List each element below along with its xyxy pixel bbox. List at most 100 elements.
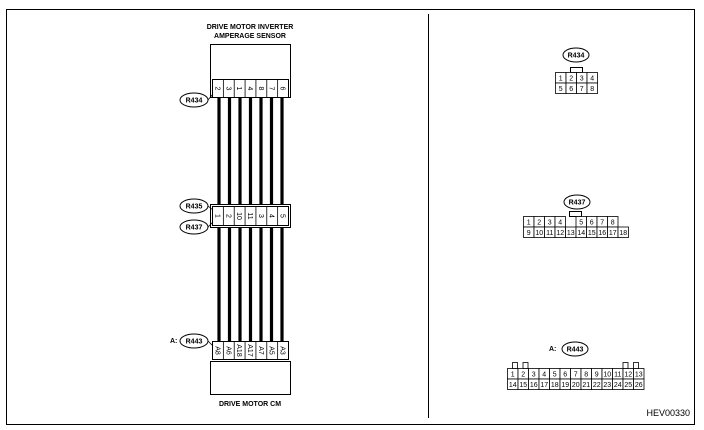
pin-number: 13 bbox=[567, 230, 575, 237]
pin-number: 4 bbox=[558, 219, 562, 226]
pin-number: 3 bbox=[532, 371, 536, 378]
pin-number: 23 bbox=[603, 382, 611, 389]
pin-number: 4 bbox=[542, 371, 546, 378]
connector-latch bbox=[622, 362, 629, 369]
pin-number: 2 bbox=[521, 371, 525, 378]
pin-label: 1 bbox=[213, 214, 220, 218]
badge-label: R443 bbox=[186, 339, 203, 346]
pin-number: 5 bbox=[579, 219, 583, 226]
pin-label: A5 bbox=[268, 346, 275, 355]
pin-number: 4 bbox=[590, 75, 594, 82]
spacer bbox=[570, 356, 591, 363]
pin-number: 8 bbox=[590, 86, 594, 93]
pin-label: 11 bbox=[246, 212, 253, 219]
pin-number: 8 bbox=[611, 219, 615, 226]
cm-title: DRIVE MOTOR CM bbox=[219, 401, 281, 408]
pin-number: 16 bbox=[598, 230, 606, 237]
badge-label: R435 bbox=[186, 204, 203, 211]
pin-number: 16 bbox=[530, 382, 538, 389]
pin-number: 15 bbox=[519, 382, 527, 389]
pin-number: 17 bbox=[540, 382, 548, 389]
pin-number: 10 bbox=[603, 371, 611, 378]
pin-number: 17 bbox=[609, 230, 617, 237]
pin-cell bbox=[633, 378, 645, 390]
pin-number: 1 bbox=[511, 371, 515, 378]
pin-number: 15 bbox=[588, 230, 596, 237]
pin-number: 14 bbox=[577, 230, 585, 237]
pin-number: 2 bbox=[569, 75, 573, 82]
pin-number: 25 bbox=[624, 382, 632, 389]
pin-label: A6 bbox=[224, 346, 231, 355]
pin-label: 7 bbox=[268, 87, 275, 91]
pin-number: 22 bbox=[593, 382, 601, 389]
pin-number: 18 bbox=[619, 230, 627, 237]
pin-label: 6 bbox=[279, 87, 286, 91]
pin-number: 7 bbox=[574, 371, 578, 378]
pin-label: 4 bbox=[246, 87, 253, 91]
pin-label: 8 bbox=[257, 87, 264, 91]
pin-label: A8 bbox=[213, 346, 220, 355]
pin-label: A3 bbox=[279, 346, 286, 355]
diagram-frame bbox=[6, 9, 695, 425]
pin-label: 3 bbox=[257, 214, 264, 218]
pin-number: 18 bbox=[551, 382, 559, 389]
pin-cell bbox=[617, 226, 629, 238]
pin-number: 24 bbox=[614, 382, 622, 389]
sensor-title-line2: AMPERAGE SENSOR bbox=[214, 33, 286, 40]
pin-number: 20 bbox=[572, 382, 580, 389]
face-prefix: A: bbox=[549, 346, 556, 353]
pin-number: 9 bbox=[595, 371, 599, 378]
pin-number: 3 bbox=[548, 219, 552, 226]
pin-number: 8 bbox=[584, 371, 588, 378]
badge-cm-r443: A: R443 bbox=[170, 333, 214, 349]
cm-body bbox=[210, 361, 291, 395]
badge-label: R434 bbox=[186, 98, 203, 105]
pin-number: 11 bbox=[546, 230, 553, 237]
connector-latch bbox=[512, 362, 518, 369]
sensor-title-line1: DRIVE MOTOR INVERTER bbox=[207, 24, 294, 31]
pin-label: A7 bbox=[257, 346, 264, 355]
badge-junction-r437: R437 bbox=[179, 219, 214, 235]
connector-latch bbox=[633, 362, 639, 369]
pin-number: 14 bbox=[509, 382, 517, 389]
connector-latch bbox=[522, 362, 529, 369]
face-label: R434 bbox=[568, 53, 585, 60]
pin-number: 6 bbox=[569, 86, 573, 93]
connector-latch bbox=[570, 67, 583, 73]
face-label: R437 bbox=[569, 200, 586, 207]
pin-number: 12 bbox=[624, 371, 632, 378]
pin-number: 7 bbox=[580, 86, 584, 93]
pin-number: 2 bbox=[537, 219, 541, 226]
pin-number: 21 bbox=[582, 382, 590, 389]
pin-number: 1 bbox=[559, 75, 563, 82]
pin-label: 2 bbox=[213, 87, 220, 91]
pin-number: 9 bbox=[527, 230, 531, 237]
pin-label: 1 bbox=[235, 87, 242, 91]
pin-number: 10 bbox=[535, 230, 543, 237]
pin-label: 3 bbox=[224, 87, 231, 91]
pin-number: 26 bbox=[635, 382, 643, 389]
badge-junction-r435: R435 bbox=[179, 198, 214, 214]
pin-number: 6 bbox=[563, 371, 567, 378]
pin-number: 13 bbox=[635, 371, 643, 378]
pin-number: 1 bbox=[527, 219, 531, 226]
badge-sensor-r434: R434 bbox=[179, 92, 214, 108]
pin-number: 7 bbox=[600, 219, 604, 226]
badge-prefix: A: bbox=[170, 338, 177, 345]
pin-cell bbox=[586, 82, 598, 94]
connector-latch bbox=[569, 211, 582, 217]
pin-label: 10 bbox=[235, 212, 242, 220]
pin-label: A18 bbox=[235, 344, 242, 357]
wire-harness bbox=[217, 98, 284, 341]
